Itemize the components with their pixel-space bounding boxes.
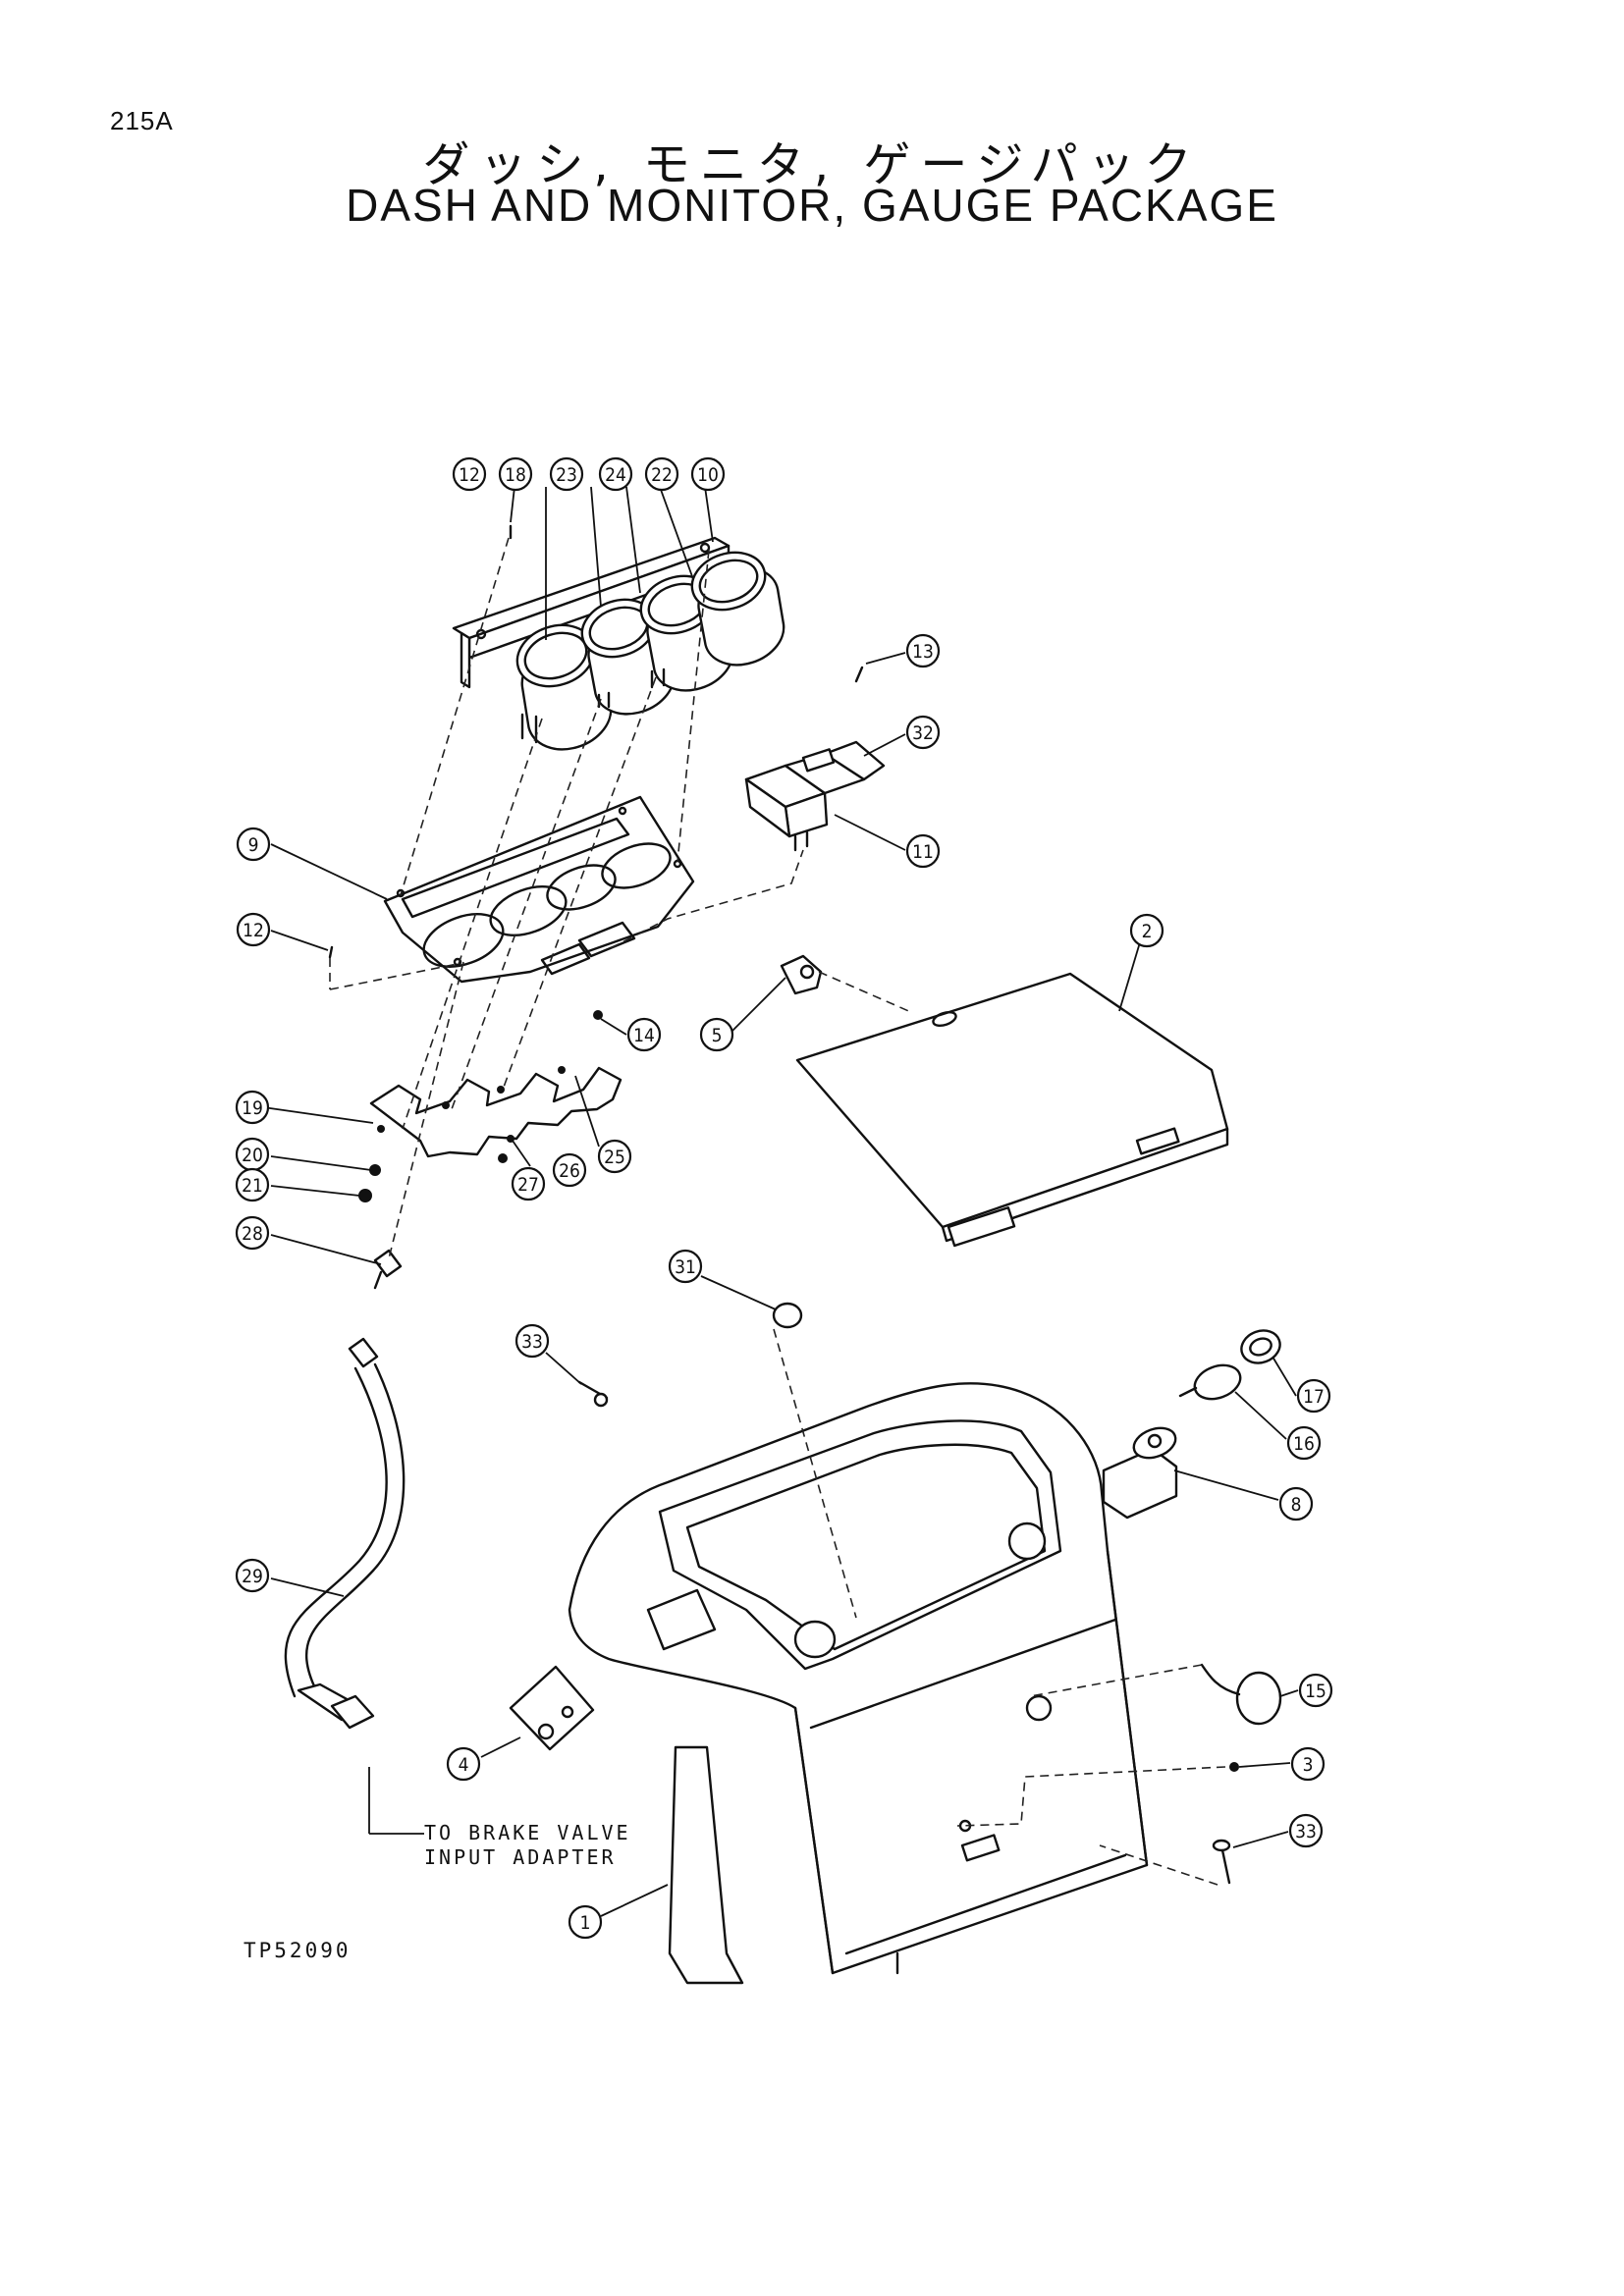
svg-text:27: 27 xyxy=(517,1174,539,1196)
fitting-28 xyxy=(373,1249,403,1290)
svg-text:17: 17 xyxy=(1303,1386,1325,1408)
svg-text:5: 5 xyxy=(712,1025,723,1046)
page-number: 215A xyxy=(110,106,174,135)
svg-text:3: 3 xyxy=(1303,1754,1314,1776)
panel-plate xyxy=(383,795,695,984)
callout-25: 25 xyxy=(597,1139,632,1174)
callout-28: 28 xyxy=(235,1215,270,1251)
callout-8: 8 xyxy=(1278,1486,1314,1522)
callout-32: 32 xyxy=(905,715,941,750)
svg-text:33: 33 xyxy=(1295,1821,1317,1842)
bolt-33-left xyxy=(577,1380,609,1408)
callout-31: 31 xyxy=(668,1249,703,1284)
svg-text:2: 2 xyxy=(1142,921,1153,942)
nut-27 xyxy=(498,1153,508,1163)
leader-lines xyxy=(262,486,1299,1917)
svg-text:33: 33 xyxy=(521,1331,543,1353)
svg-text:1: 1 xyxy=(580,1912,591,1934)
callout-3: 3 xyxy=(1290,1746,1326,1782)
callout-15: 15 xyxy=(1298,1673,1333,1708)
svg-text:20: 20 xyxy=(242,1145,263,1166)
svg-text:15: 15 xyxy=(1305,1681,1326,1702)
assembly-lines xyxy=(329,537,1226,1886)
nut-3 xyxy=(1229,1762,1239,1772)
callout-1: 1 xyxy=(568,1904,603,1940)
svg-text:14: 14 xyxy=(633,1025,655,1046)
svg-text:22: 22 xyxy=(651,464,673,486)
svg-text:9: 9 xyxy=(248,834,259,856)
svg-text:19: 19 xyxy=(242,1097,263,1119)
dash-housing xyxy=(568,1382,1149,1985)
svg-text:32: 32 xyxy=(912,722,934,744)
callout-16: 16 xyxy=(1286,1425,1322,1461)
callout-14: 14 xyxy=(626,1017,662,1052)
washer-20 xyxy=(369,1164,381,1176)
callout-17: 17 xyxy=(1296,1378,1331,1414)
callout-22: 22 xyxy=(644,456,679,492)
svg-text:8: 8 xyxy=(1291,1494,1302,1516)
callout-19: 19 xyxy=(235,1090,270,1125)
callout-11: 11 xyxy=(905,833,941,869)
cover-plate xyxy=(795,972,1229,1248)
svg-text:24: 24 xyxy=(605,464,626,486)
callout-20: 20 xyxy=(235,1137,270,1172)
key-16 xyxy=(1178,1363,1242,1401)
screw-12-left xyxy=(328,945,334,959)
switch-assembly xyxy=(744,666,886,852)
gauges xyxy=(515,551,785,751)
svg-text:25: 25 xyxy=(604,1147,625,1168)
svg-text:23: 23 xyxy=(556,464,577,486)
nut-21 xyxy=(358,1189,372,1202)
svg-text:31: 31 xyxy=(675,1256,696,1278)
title-japanese: ダッシ, モニタ, ゲージパック xyxy=(422,137,1202,192)
callout-33-left: 33 xyxy=(514,1323,550,1359)
svg-text:12: 12 xyxy=(243,920,264,941)
callout-4: 4 xyxy=(446,1746,481,1782)
callout-27: 27 xyxy=(511,1166,546,1201)
svg-text:26: 26 xyxy=(559,1160,580,1182)
brake-note-line1: TO BRAKE VALVE xyxy=(424,1821,631,1844)
callout-24: 24 xyxy=(598,456,633,492)
callout-18: 18 xyxy=(498,456,533,492)
brake-note-line2: INPUT ADAPTER xyxy=(424,1845,617,1869)
svg-text:29: 29 xyxy=(242,1566,263,1587)
callout-29: 29 xyxy=(235,1558,270,1593)
svg-text:10: 10 xyxy=(697,464,719,486)
hose-29 xyxy=(284,1337,406,1730)
svg-text:18: 18 xyxy=(505,464,526,486)
callout-10: 10 xyxy=(690,456,726,492)
svg-text:13: 13 xyxy=(912,641,934,663)
callout-9: 9 xyxy=(236,827,271,862)
latch-5 xyxy=(780,954,823,995)
bracket-19-25 xyxy=(369,1066,623,1158)
svg-text:28: 28 xyxy=(242,1223,263,1245)
plug-31 xyxy=(772,1302,803,1329)
gauge-bracket xyxy=(452,536,731,689)
callout-2: 2 xyxy=(1129,913,1164,948)
svg-text:21: 21 xyxy=(242,1175,263,1197)
bracket-4 xyxy=(509,1665,595,1751)
callout-12-top: 12 xyxy=(452,456,487,492)
nut-14 xyxy=(593,1010,603,1020)
buzzer-15 xyxy=(1200,1663,1282,1726)
svg-text:12: 12 xyxy=(459,464,480,486)
bolt-33-right xyxy=(1212,1839,1231,1885)
svg-text:11: 11 xyxy=(912,841,934,863)
callout-13: 13 xyxy=(905,633,941,668)
svg-text:16: 16 xyxy=(1293,1433,1315,1455)
svg-text:4: 4 xyxy=(459,1754,469,1776)
callout-5: 5 xyxy=(699,1017,734,1052)
drawing-id: TP52090 xyxy=(244,1939,352,1962)
ring-17 xyxy=(1240,1329,1281,1364)
callout-26: 26 xyxy=(552,1152,587,1188)
title-english: DASH AND MONITOR, GAUGE PACKAGE xyxy=(346,180,1278,231)
callout-23: 23 xyxy=(549,456,584,492)
callout-21: 21 xyxy=(235,1167,270,1202)
callout-12-left: 12 xyxy=(236,912,271,947)
key-switch-8 xyxy=(1102,1426,1178,1520)
callout-33-right: 33 xyxy=(1288,1813,1324,1848)
